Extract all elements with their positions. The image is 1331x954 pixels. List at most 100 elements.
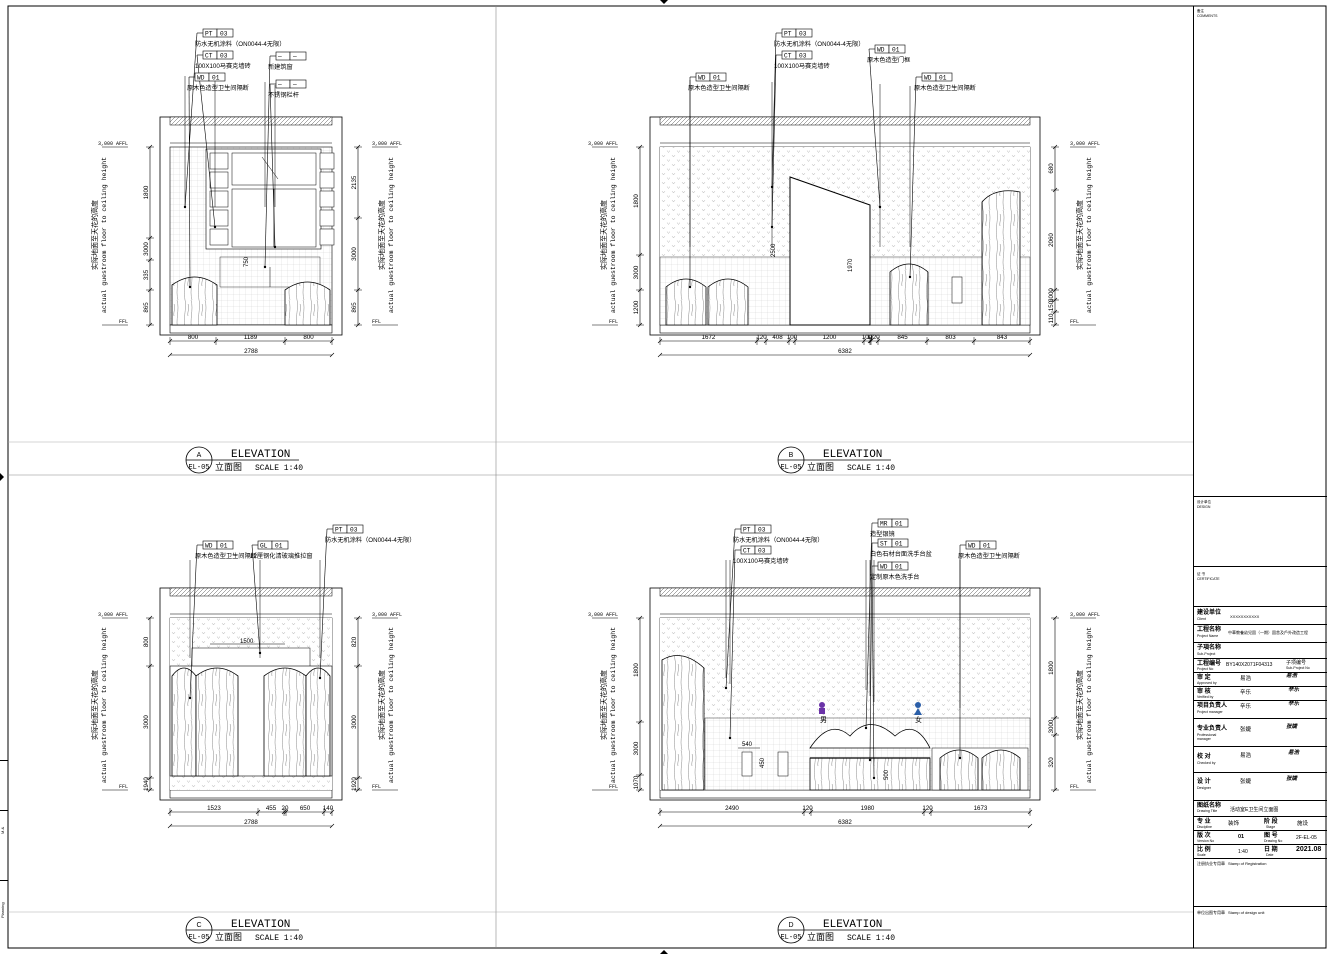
dim-label: 803 [945, 334, 956, 341]
urinal [951, 276, 963, 304]
inner-dim-label: 2500 [771, 243, 777, 257]
dim-label: 1673 [974, 805, 988, 812]
elevation-scale: SCALE 1:40 [255, 464, 303, 473]
callout-num-box [754, 524, 772, 534]
approved-value: 易浩 [1240, 676, 1252, 682]
checked-value: 易浩 [1240, 753, 1252, 759]
verified-value: 辛乐 [1240, 690, 1252, 696]
callout-code: PT [205, 30, 213, 37]
callout-code: WD [698, 74, 706, 81]
project-label-en: Project Name [1197, 634, 1219, 638]
callout-code: WD [877, 46, 885, 53]
title-block: 备注 COMMENTS 设计单位 DESIGN 证 书 CERTIFICATE … [1193, 6, 1327, 948]
window-lower-right [273, 188, 317, 248]
window-pane-left [209, 171, 229, 189]
callout-num: 01 [939, 74, 947, 81]
dim-label: 1523 [207, 805, 221, 812]
scale-label: 比 例 [1197, 847, 1211, 853]
dim-label: 1980 [861, 805, 875, 812]
dim-tick [329, 823, 335, 829]
designer-label: 设 计 [1197, 779, 1211, 785]
elevation-scale: SCALE 1:40 [847, 934, 895, 943]
callout-num-box [979, 540, 997, 550]
callout-num-box [935, 72, 953, 82]
height-label-en: actual guestroom floor to ceiling height [1086, 157, 1093, 313]
callout-num: 01 [895, 540, 903, 547]
stall-door-4 [981, 190, 1021, 326]
callout-leader [269, 83, 276, 248]
callout-dot [213, 225, 217, 229]
window-pane-right [319, 209, 335, 227]
callout-num: 01 [895, 520, 903, 527]
window-pane-right [319, 228, 335, 246]
drawing-no-label: 图 号 [1264, 833, 1278, 839]
height-label-en: actual guestroom floor to ceiling height [610, 627, 617, 783]
callout-dot [770, 225, 774, 229]
dim-label: 1189 [244, 334, 258, 341]
sliding-window [191, 647, 311, 669]
unit-stamp-label: 单位出图专用章 [1197, 910, 1225, 915]
date-value: 2021.08 [1296, 846, 1322, 853]
callout-num: 03 [758, 547, 766, 554]
side-strip-label-planning: Planning [0, 902, 5, 918]
callout-num-box [289, 51, 307, 61]
dim-label: 110 [1048, 313, 1055, 323]
callout-num-box [289, 79, 307, 89]
elevation-scale: SCALE 1:40 [847, 464, 895, 473]
window-pane-left [209, 209, 229, 227]
callout-code: WD [924, 74, 932, 81]
callout-leader [251, 544, 261, 654]
elevation-subtitle: 立面图 [215, 461, 242, 472]
callout-text: 新建筑窗 [268, 63, 293, 71]
dim-label: 2060 [1048, 233, 1055, 247]
callout-dot [688, 285, 692, 289]
afl-label: 3,000 AFFL [1070, 141, 1100, 147]
drawing-title-value: 活动室E卫生间立面图 [1230, 807, 1279, 813]
height-label-en: actual guestroom floor to ceiling height [101, 627, 108, 783]
discipline-label-en: Discipline [1197, 825, 1212, 829]
dim-label: 3000 [351, 715, 358, 729]
stall-panel-4 [305, 667, 331, 777]
callout-num: 03 [220, 52, 228, 59]
callout-dot [273, 245, 277, 249]
callout-code: WD [880, 563, 888, 570]
dim-label: 3000 [143, 242, 150, 256]
dim-label: 408 [772, 334, 783, 341]
stall-door-left [661, 655, 705, 791]
dim-label: 1800 [143, 185, 150, 199]
callout-dot [724, 686, 728, 690]
callout-num-box [795, 28, 813, 38]
elevation-subtitle: 立面图 [215, 931, 242, 942]
dim-label: 865 [143, 302, 150, 313]
designer-value: 张婕 [1240, 779, 1252, 785]
dim-label: 1920 [351, 777, 358, 791]
dim-label: 2135 [351, 175, 358, 189]
dim-label: 100 [862, 334, 873, 341]
dim-label: 2490 [725, 805, 739, 812]
dim-tick [1027, 352, 1033, 358]
callout-code: CT [784, 52, 792, 59]
elevation-scale: SCALE 1:40 [255, 934, 303, 943]
dim-total-a: 2788 [244, 348, 258, 355]
fl-label: FFL [609, 784, 618, 790]
dim-label: 140 [323, 805, 334, 812]
ceiling-slab [659, 587, 1031, 597]
callout-leader [189, 544, 198, 699]
dim-label: 650 [300, 805, 311, 812]
dim-label: 3000 [143, 715, 150, 729]
tag-letter: D [788, 922, 793, 929]
window-lower-left [231, 188, 275, 248]
stall-door-2 [263, 667, 307, 777]
certificate-label-en: CERTIFICATE [1197, 577, 1220, 581]
male-sign-icon-body [819, 708, 825, 714]
dim-label: 843 [997, 334, 1008, 341]
callout-dot [908, 275, 912, 279]
callout-text: 防水无机涂料（ON0044-4无限） [195, 40, 285, 48]
prof-label-en: Professional manager [1197, 733, 1217, 741]
callout-a4: ——新建筑窗 [263, 51, 307, 269]
